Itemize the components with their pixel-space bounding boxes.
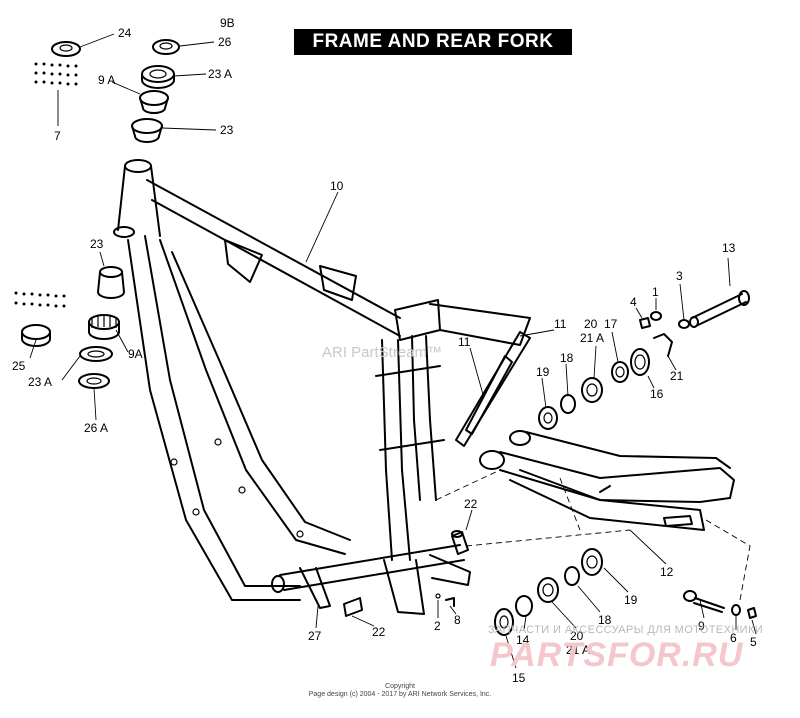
part-18-spacer-bottom (564, 566, 580, 586)
callout-9b: 9B (220, 16, 235, 30)
part-7-ball-bearings-top (34, 62, 78, 86)
callout-18-top: 18 (560, 351, 574, 365)
part-2-pin (435, 593, 441, 599)
callout-22-top: 22 (464, 497, 478, 511)
part-9-bolt (683, 590, 725, 613)
copyright-footer: Copyright Page design (c) 2004 - 2017 by… (0, 683, 800, 699)
part-22-bushing-top (451, 530, 469, 555)
part-17-bushing (611, 361, 629, 383)
callout-24: 24 (118, 26, 132, 40)
callout-22-bottom: 22 (372, 625, 386, 639)
part-21a-bearing-bottom (537, 577, 559, 603)
callout-13: 13 (722, 241, 736, 255)
part-26a-cup (78, 373, 110, 389)
callout-26a: 26 A (84, 421, 108, 435)
part-18-spacer-top (560, 394, 576, 414)
partstream-watermark: ARI PartStream™ (322, 344, 443, 361)
part-24-dust-shield (51, 41, 81, 57)
part-9a-bearing-left (88, 314, 120, 340)
part-6-washer (731, 604, 741, 616)
part-16-seal (630, 348, 650, 376)
part-7-ball-bearings-left (14, 291, 66, 308)
callout-16: 16 (650, 387, 664, 401)
callout-5: 5 (750, 635, 757, 649)
part-23-race-top (131, 118, 163, 143)
callout-12: 12 (660, 565, 674, 579)
part-4-nut (639, 317, 651, 329)
callout-20-bottom: 20 (570, 629, 584, 643)
part-1-screw (650, 311, 662, 321)
copyright-line: Page design (c) 2004 - 2017 by ARI Netwo… (308, 691, 492, 698)
callout-8: 8 (454, 613, 461, 627)
part-23a-cone-left (79, 346, 113, 362)
callout-11a: 11 (554, 317, 567, 331)
part-23-race-left (97, 266, 125, 299)
callout-23-top: 23 (220, 123, 234, 137)
callout-15: 15 (512, 671, 526, 685)
part-3-washer (678, 319, 690, 329)
callout-23a-left: 23 A (28, 375, 52, 389)
part-15-seal (494, 608, 514, 636)
callout-9: 9 (698, 619, 705, 633)
shop-logo: PARTSFOR.RU (490, 636, 744, 674)
copyright-label: Copyright (385, 683, 415, 690)
part-21a-bearing-top (581, 377, 603, 403)
part-13-axle-bolt (689, 290, 750, 328)
callout-14: 14 (516, 633, 530, 647)
callout-26: 26 (218, 35, 232, 49)
callout-9a-left: 9A (128, 347, 143, 361)
diagram-title: FRAME AND REAR FORK (294, 29, 572, 55)
callout-9a-top: 9 A (98, 73, 115, 87)
callout-1: 1 (652, 285, 659, 299)
callout-10: 10 (330, 179, 344, 193)
callout-6: 6 (730, 631, 737, 645)
part-26-cup (152, 39, 180, 55)
part-11-chain-guard (455, 331, 531, 447)
part-21-retainer (653, 333, 673, 357)
callout-27: 27 (308, 629, 322, 643)
callout-2: 2 (434, 619, 441, 633)
callout-25: 25 (12, 359, 26, 373)
callout-21: 21 (670, 369, 684, 383)
assembly-dash-lines (435, 469, 751, 601)
part-25-cup (21, 324, 51, 347)
callout-7: 7 (54, 129, 61, 143)
callout-20-top: 20 (584, 317, 598, 331)
callout-23a-top: 23 A (208, 67, 232, 81)
callout-17: 17 (604, 317, 618, 331)
part-9a-bearing-top (139, 90, 169, 114)
callout-4: 4 (630, 295, 637, 309)
part-12-rear-fork (479, 430, 735, 531)
part-23a-bearing-cone-top (141, 65, 175, 89)
part-19-washer-top (538, 406, 558, 430)
callout-11b: 11 (458, 335, 471, 349)
callout-19-top: 19 (536, 365, 550, 379)
callout-21a-bottom: 21 A (566, 643, 590, 657)
callout-18-bottom: 18 (598, 613, 612, 627)
callout-23-left: 23 (90, 237, 104, 251)
part-14-bushing (515, 595, 533, 617)
shop-tagline: ЗАПЧАСТИ И АКСЕССУАРЫ ДЛЯ МОТОТЕХНИКИ (488, 624, 764, 636)
part-8-clip (445, 597, 455, 607)
callout-21a-top: 21 A (580, 331, 604, 345)
leader-lines (29, 33, 757, 669)
part-19-washer-bottom (581, 548, 603, 576)
callout-labels: 24 9B 26 9 A 23 A 7 23 10 23 13 4 1 3 20… (12, 16, 757, 685)
part-5-nut (747, 607, 757, 619)
callout-19-bottom: 19 (624, 593, 638, 607)
part-10-frame (113, 159, 531, 615)
part-22-bushing-bottom (343, 597, 363, 617)
callout-3: 3 (676, 269, 683, 283)
